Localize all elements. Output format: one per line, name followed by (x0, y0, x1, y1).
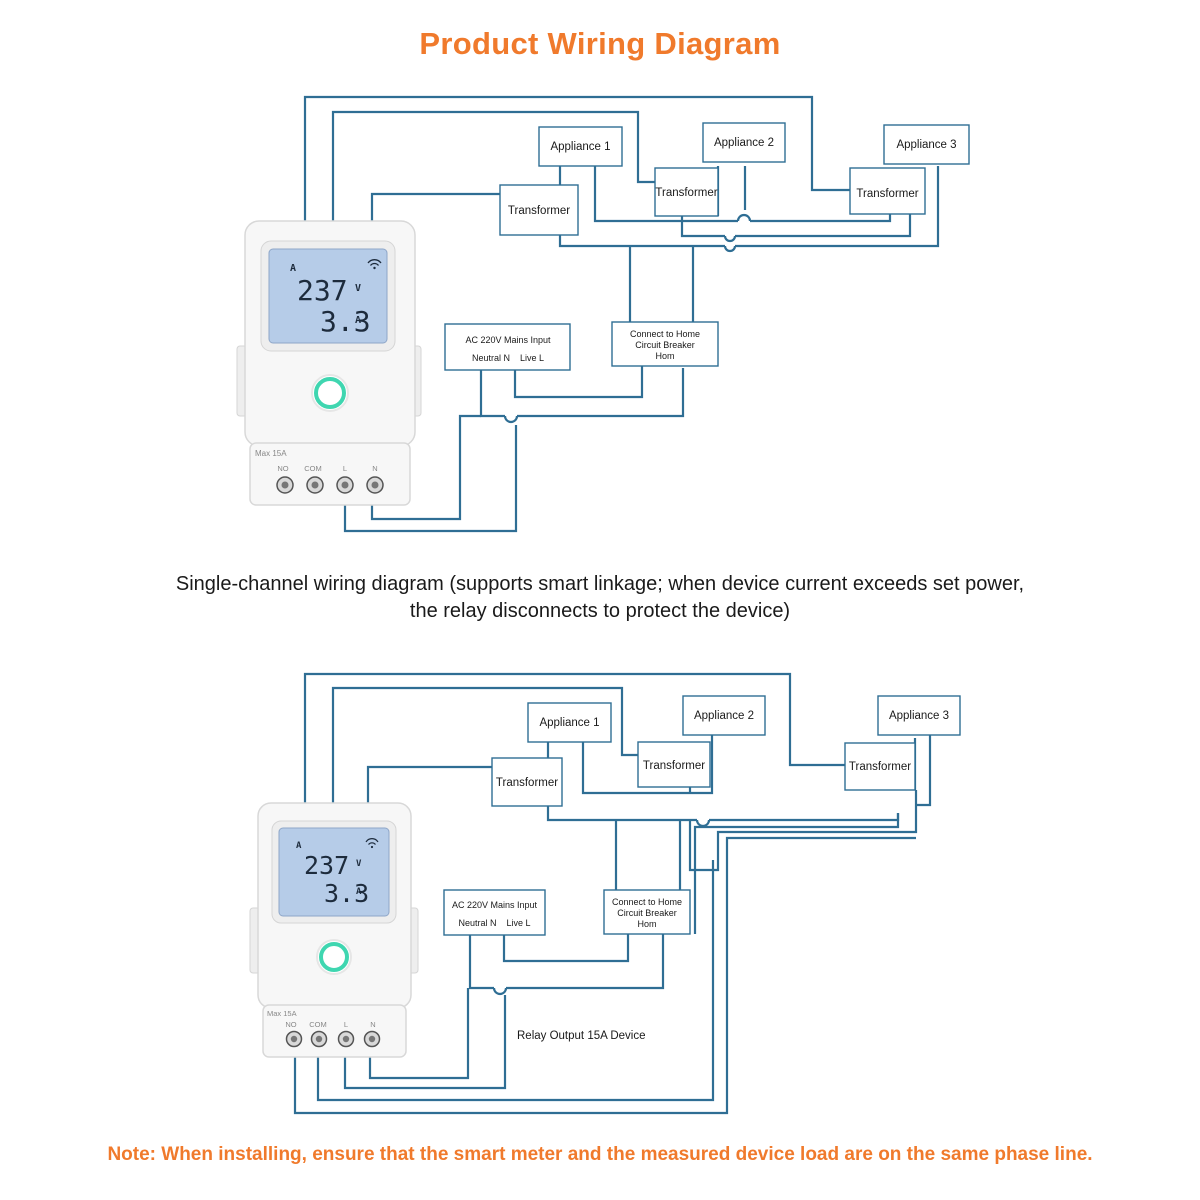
bottom-transformer-2-box (637, 741, 711, 788)
terminal-label-no: NO (277, 464, 288, 473)
installation-note: Note: When installing, ensure that the s… (107, 1144, 1093, 1165)
caption-line-2: the relay disconnects to protect the dev… (409, 600, 791, 622)
power-button-icon (311, 374, 349, 412)
bottom-wiring-diagram: Appliance 1 Appliance 2 Appliance 3 Tran… (249, 672, 961, 1115)
terminal-label-l: L (343, 464, 347, 473)
top-wires (303, 95, 940, 533)
wifi-icon (365, 838, 379, 849)
device-max-label: Max 15A (255, 449, 287, 458)
top-appliance-3-box (883, 124, 970, 165)
device-max-label: Max 15A (267, 1009, 297, 1018)
top-home-breaker-line2: Circuit Breaker (635, 340, 695, 350)
bottom-home-breaker-box (603, 889, 691, 935)
bottom-mains-input-box (443, 889, 546, 936)
top-transformer-1-box (499, 184, 579, 236)
top-home-breaker-line3: Hom (655, 351, 674, 361)
top-home-breaker-box (611, 321, 719, 367)
bottom-transformer-1-label: Transformer (496, 777, 558, 789)
terminal-label-l: L (344, 1020, 348, 1029)
top-appliance-3-label: Appliance 3 (896, 139, 956, 151)
bottom-home-breaker-line3: Hom (637, 919, 656, 929)
bottom-appliance-3-box (877, 695, 961, 736)
top-smart-meter-device: A 237 V 3.3 A Max 15A NO COM L N (236, 220, 422, 506)
lcd-voltage-unit: V (355, 283, 361, 294)
lcd-current-value: 3.3 (324, 879, 369, 908)
bottom-appliance-2-box (682, 695, 766, 736)
bottom-appliance-3-label: Appliance 3 (889, 710, 949, 722)
top-transformer-3-box (849, 167, 926, 215)
bottom-appliance-2-label: Appliance 2 (694, 710, 754, 722)
top-home-breaker-line1: Connect to Home (630, 329, 700, 339)
lcd-current-value: 3.3 (320, 305, 371, 338)
bottom-transformer-3-label: Transformer (849, 761, 911, 773)
terminal-label-com: COM (309, 1020, 327, 1029)
lcd-indicator: A (296, 841, 302, 851)
bottom-home-breaker-line1: Connect to Home (612, 897, 682, 907)
lcd-indicator: A (290, 263, 296, 274)
top-appliance-2-box (702, 122, 786, 163)
lcd-voltage-value: 237 (304, 851, 349, 880)
diagram-caption: Single-channel wiring diagram (supports … (0, 571, 1200, 625)
screw-terminal-icon (276, 476, 384, 494)
lcd-voltage-unit: V (356, 859, 362, 869)
terminal-label-n: N (370, 1020, 375, 1029)
top-transformer-3-label: Transformer (856, 188, 918, 200)
bottom-transformer-2-label: Transformer (643, 760, 705, 772)
lcd-current-unit: A (355, 315, 361, 326)
lcd-screen (268, 248, 388, 344)
lcd-screen (278, 827, 390, 917)
bottom-mains-input-line2: Neutral N Live L (458, 918, 530, 928)
relay-output-label: Relay Output 15A Device (517, 1030, 646, 1042)
bottom-smart-meter-device: A 237 V 3.3 A Max 15A NO COM L N (249, 802, 419, 1058)
terminal-label-no: NO (285, 1020, 296, 1029)
bottom-wires (293, 672, 932, 1115)
lcd-voltage-value: 237 (297, 274, 348, 307)
wifi-icon (367, 259, 382, 270)
top-mains-input-line2: Neutral N Live L (472, 353, 544, 363)
caption-line-1: Single-channel wiring diagram (supports … (175, 573, 1025, 595)
top-mains-input-line1: AC 220V Mains Input (465, 335, 551, 345)
bottom-appliance-1-label: Appliance 1 (539, 717, 599, 729)
power-button-icon (316, 939, 352, 975)
top-transformer-2-label: Transformer (655, 187, 717, 199)
terminal-label-n: N (372, 464, 377, 473)
top-transformer-1-label: Transformer (508, 205, 570, 217)
page-title: Product Wiring Diagram (419, 26, 781, 61)
bottom-transformer-1-box (491, 757, 563, 807)
terminal-label-com: COM (304, 464, 322, 473)
screw-terminal-icon (285, 1030, 381, 1048)
lcd-current-unit: A (356, 887, 362, 897)
top-mains-input-box (444, 323, 571, 371)
top-appliance-1-label: Appliance 1 (550, 141, 610, 153)
bottom-transformer-3-box (844, 742, 916, 791)
top-wiring-diagram: Appliance 1 Appliance 2 Appliance 3 Tran… (236, 95, 970, 533)
top-appliance-2-label: Appliance 2 (714, 137, 774, 149)
bottom-home-breaker-line2: Circuit Breaker (617, 908, 677, 918)
bottom-mains-input-line1: AC 220V Mains Input (452, 900, 538, 910)
bottom-appliance-1-box (527, 702, 612, 743)
top-transformer-2-box (654, 167, 719, 217)
top-appliance-1-box (538, 126, 623, 167)
